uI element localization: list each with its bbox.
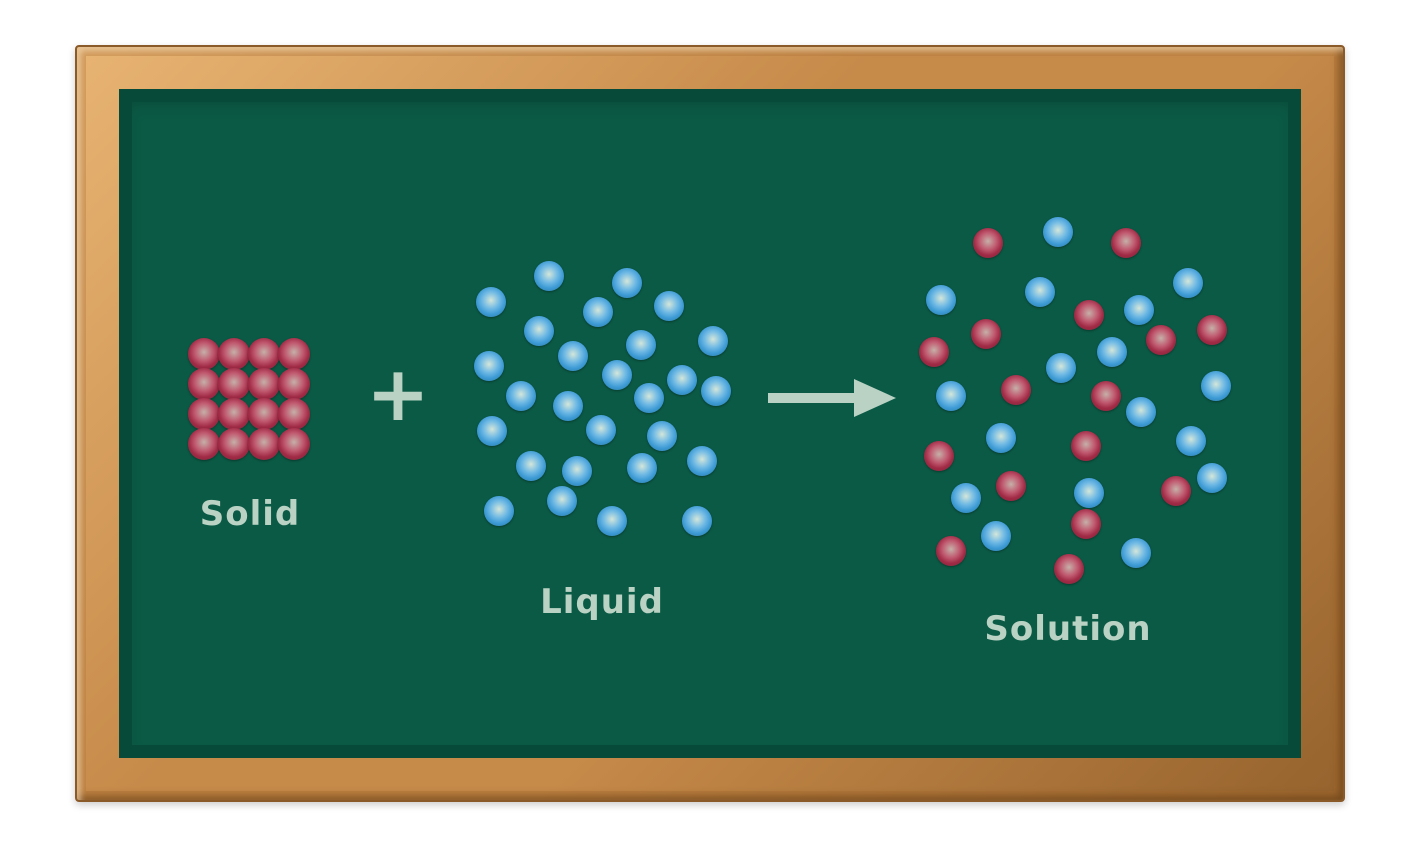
solid-particle xyxy=(218,428,250,460)
solution-particle xyxy=(1176,426,1206,456)
solution-particle xyxy=(1124,295,1154,325)
liquid-particle xyxy=(602,360,632,390)
solution-particle xyxy=(1197,463,1227,493)
solid-particle xyxy=(248,368,280,400)
liquid-particle xyxy=(586,415,616,445)
liquid-particle xyxy=(553,391,583,421)
solid-particle xyxy=(248,428,280,460)
solid-particle xyxy=(278,368,310,400)
label-liquid: Liquid xyxy=(540,582,664,622)
solution-particle xyxy=(1097,337,1127,367)
liquid-particle xyxy=(534,261,564,291)
solution-particle xyxy=(1197,315,1227,345)
liquid-particle xyxy=(516,451,546,481)
liquid-particle xyxy=(634,383,664,413)
solid-particle xyxy=(188,338,220,370)
liquid-particle xyxy=(701,376,731,406)
liquid-particle xyxy=(626,330,656,360)
solution-particle xyxy=(986,423,1016,453)
solution-particle xyxy=(996,471,1026,501)
solution-particle xyxy=(1001,375,1031,405)
liquid-particle xyxy=(558,341,588,371)
solid-particle xyxy=(218,368,250,400)
solution-particle xyxy=(971,319,1001,349)
liquid-particle xyxy=(667,365,697,395)
liquid-particle xyxy=(583,297,613,327)
solution-particle xyxy=(1046,353,1076,383)
liquid-particle xyxy=(687,446,717,476)
liquid-particle xyxy=(547,486,577,516)
liquid-particle xyxy=(562,456,592,486)
solid-particle xyxy=(278,428,310,460)
liquid-particle xyxy=(474,351,504,381)
solution-particle xyxy=(1054,554,1084,584)
solution-particle xyxy=(1043,217,1073,247)
arrow-icon xyxy=(768,379,896,417)
solution-particle xyxy=(1091,381,1121,411)
solution-particle xyxy=(1121,538,1151,568)
solution-particle xyxy=(1173,268,1203,298)
label-solution: Solution xyxy=(984,609,1152,649)
solid-particle xyxy=(188,428,220,460)
solid-particle xyxy=(218,398,250,430)
solution-particle xyxy=(1071,509,1101,539)
solution-particle xyxy=(924,441,954,471)
solution-particle xyxy=(1025,277,1055,307)
chalkboard xyxy=(119,89,1301,758)
solution-particle xyxy=(1074,300,1104,330)
solid-particle xyxy=(188,398,220,430)
solution-particle xyxy=(981,521,1011,551)
liquid-particle xyxy=(477,416,507,446)
liquid-particle xyxy=(597,506,627,536)
solution-particle xyxy=(1146,325,1176,355)
liquid-particle xyxy=(698,326,728,356)
liquid-particle xyxy=(654,291,684,321)
solution-particle xyxy=(926,285,956,315)
solid-particle xyxy=(188,368,220,400)
liquid-particle xyxy=(524,316,554,346)
solution-particle xyxy=(1071,431,1101,461)
liquid-particle xyxy=(682,506,712,536)
solution-particle xyxy=(973,228,1003,258)
liquid-particle xyxy=(612,268,642,298)
solid-particle xyxy=(248,398,280,430)
liquid-particle xyxy=(506,381,536,411)
solution-particle xyxy=(1161,476,1191,506)
solution-particle xyxy=(951,483,981,513)
solution-particle xyxy=(1111,228,1141,258)
solution-particle xyxy=(1126,397,1156,427)
solution-particle xyxy=(936,381,966,411)
solid-particle xyxy=(278,338,310,370)
solid-particle xyxy=(278,398,310,430)
plus-sign: + xyxy=(366,348,430,438)
solid-particle xyxy=(218,338,250,370)
solution-particle xyxy=(919,337,949,367)
liquid-particle xyxy=(627,453,657,483)
solution-particle xyxy=(936,536,966,566)
solid-particle xyxy=(248,338,280,370)
label-solid: Solid xyxy=(199,494,301,534)
solution-particle xyxy=(1074,478,1104,508)
liquid-particle xyxy=(647,421,677,451)
liquid-particle xyxy=(484,496,514,526)
liquid-particle xyxy=(476,287,506,317)
solution-particle xyxy=(1201,371,1231,401)
